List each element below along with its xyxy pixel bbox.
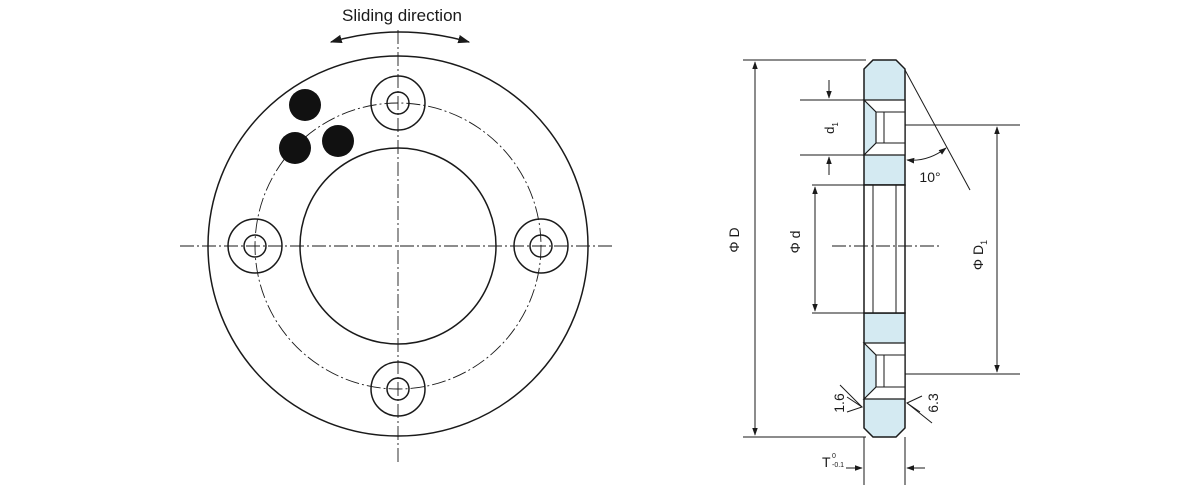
- bore-region: [863, 184, 906, 314]
- bolt-hole-left: [227, 218, 283, 274]
- bolt-hole-right: [513, 218, 569, 274]
- plate-bore-circle: [299, 147, 497, 345]
- thickness-tol-lower: -0.1: [832, 462, 844, 469]
- dim-hole-diameter: d: [822, 127, 837, 134]
- thickness-tol-upper: 0: [832, 453, 836, 460]
- angle-reference-line: [904, 69, 971, 191]
- roughness-right: 6.3: [925, 393, 941, 413]
- lubricant-plug-2: [279, 132, 311, 164]
- angle-arc: [906, 147, 947, 164]
- plate-outer-circle: [207, 55, 589, 437]
- sliding-direction-arrow: [329, 31, 471, 44]
- side-view: Φ D Φ d Φ D1 d1 10° 1.6: [726, 59, 1020, 485]
- svg-text:Φ D1: Φ D1: [970, 240, 989, 270]
- roughness-symbol-left: 1.6: [831, 384, 864, 413]
- bolt-hole-top: [370, 75, 426, 131]
- thickness-label: T: [822, 454, 831, 470]
- dim-pitch-sub: 1: [979, 240, 989, 245]
- svg-text:d1: d1: [822, 122, 840, 134]
- sliding-direction-label: Sliding direction: [342, 6, 462, 25]
- roughness-symbol-right: 6.3: [905, 393, 941, 424]
- front-view: Sliding direction: [180, 6, 615, 462]
- roughness-left: 1.6: [831, 393, 847, 413]
- bolt-pitch-circle: [254, 102, 542, 390]
- dim-pitch-diameter: Φ D: [970, 245, 986, 270]
- dim-hole-sub: 1: [831, 122, 840, 127]
- lubricant-plug-1: [289, 89, 321, 121]
- angle-label: 10°: [919, 169, 940, 185]
- dim-outer-diameter: Φ D: [726, 227, 742, 252]
- dim-inner-diameter: Φ d: [787, 231, 803, 254]
- bolt-hole-bottom: [370, 361, 426, 417]
- lubricant-plug-3: [322, 125, 354, 157]
